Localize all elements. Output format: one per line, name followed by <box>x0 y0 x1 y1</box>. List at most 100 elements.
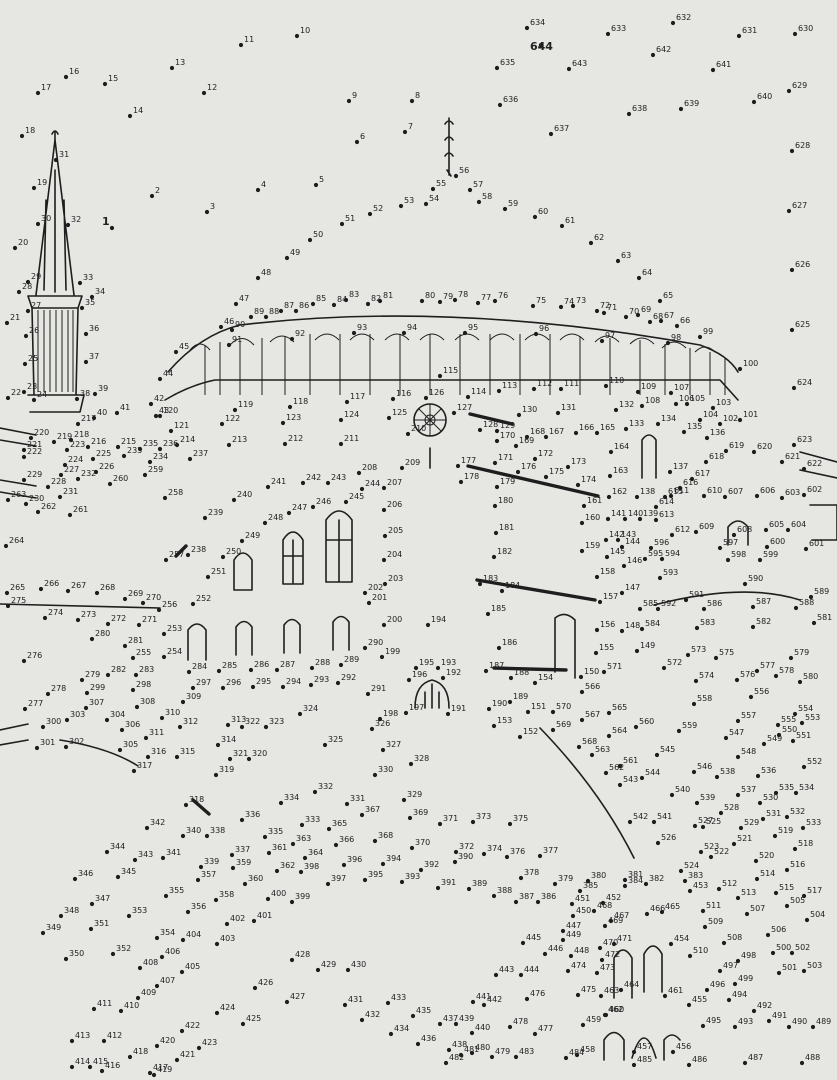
numbered-dot: 180 <box>492 496 513 509</box>
dot-number: 367 <box>365 805 380 814</box>
dot-marker <box>380 747 386 753</box>
numbered-dot: 449 <box>560 930 581 943</box>
small-arch-4 <box>332 615 350 651</box>
dot-marker <box>372 772 378 778</box>
numbered-dot: 108 <box>639 396 660 409</box>
dot-number: 166 <box>579 423 594 432</box>
numbered-dot: 120 <box>157 406 178 419</box>
dot-marker <box>665 340 671 346</box>
numbered-dot: 463 <box>598 986 619 999</box>
dot-marker <box>611 941 617 947</box>
numbered-dot: 575 <box>713 648 734 661</box>
dot-number: 237 <box>193 449 208 458</box>
dot-marker <box>232 407 238 413</box>
dot-number: 229 <box>27 470 42 479</box>
dot-marker <box>742 1060 748 1066</box>
numbered-dot: 411 <box>91 999 112 1012</box>
numbered-dot: 391 <box>435 878 456 891</box>
numbered-dot: 325 <box>322 735 343 748</box>
left-rail <box>0 723 29 746</box>
dot-number: 622 <box>807 459 822 468</box>
dot-marker <box>477 581 483 587</box>
dot-marker <box>162 495 168 501</box>
dot-number: 550 <box>782 725 797 734</box>
dot-marker <box>619 590 625 596</box>
numbered-dot: 62 <box>588 233 604 246</box>
dot-number: 181 <box>499 523 514 532</box>
dot-marker <box>367 211 373 217</box>
numbered-dot: 583 <box>694 618 715 631</box>
dot-marker <box>466 886 472 892</box>
dot-marker <box>716 886 722 892</box>
dot-marker <box>130 655 136 661</box>
dot-marker <box>380 861 386 867</box>
dot-number: 575 <box>719 648 734 657</box>
numbered-dot: 187 <box>483 661 504 674</box>
dot-marker <box>280 420 286 426</box>
dot-number: 501 <box>782 963 797 972</box>
numbered-dot: 459 <box>580 1015 601 1028</box>
dot-number: 156 <box>600 620 615 629</box>
dot-number: 215 <box>121 437 136 446</box>
numbered-dot: 578 <box>773 666 794 679</box>
dot-number: 222 <box>27 447 42 456</box>
dot-number: 18 <box>25 126 35 135</box>
numbered-dot: 336 <box>239 810 260 823</box>
numbered-dot: 241 <box>265 477 286 490</box>
numbered-dot: 529 <box>738 818 759 831</box>
dot-marker <box>133 672 139 678</box>
numbered-dot: 338 <box>204 826 225 839</box>
numbered-dot: 617 <box>689 469 710 482</box>
dot-marker <box>202 515 208 521</box>
numbered-dot: 596 <box>648 538 669 551</box>
numbered-dot: 238 <box>185 545 206 558</box>
dot-marker <box>22 706 28 712</box>
dot-marker <box>617 763 623 769</box>
numbered-dot: 494 <box>726 990 747 1003</box>
numbered-dot: 409 <box>135 988 156 1001</box>
numbered-dot: 57 <box>467 180 483 193</box>
dot-number: 310 <box>165 708 180 717</box>
dot-number: 133 <box>629 419 644 428</box>
dot-marker <box>239 724 245 730</box>
dot-number: 472 <box>605 950 620 959</box>
dot-number: 563 <box>595 745 610 754</box>
numbered-dot: 157 <box>597 592 618 605</box>
numbered-dot: 514 <box>754 869 775 882</box>
numbered-dot: 284 <box>186 662 207 675</box>
numbered-dot: 515 <box>773 883 794 896</box>
numbered-dot: 90 <box>229 320 245 333</box>
numbered-dot: 366 <box>333 835 354 848</box>
dot-marker <box>608 918 614 924</box>
dot-marker <box>602 923 608 929</box>
numbered-dot: 228 <box>45 477 66 490</box>
numbered-dot: 512 <box>716 879 737 892</box>
numbered-dot: 638 <box>626 104 647 117</box>
dot-marker <box>186 669 192 675</box>
dot-number: 113 <box>502 381 517 390</box>
dot-marker <box>686 1002 692 1008</box>
dot-marker <box>110 951 116 957</box>
numbered-dot: 21 <box>4 313 20 326</box>
dot-marker <box>216 668 222 674</box>
dot-marker <box>568 953 574 959</box>
dot-number: 214 <box>180 435 195 444</box>
dot-marker <box>399 465 405 471</box>
dot-number: 300 <box>46 717 61 726</box>
numbered-dot: 31 <box>53 150 69 163</box>
dot-number: 327 <box>386 740 401 749</box>
arched-window-2 <box>282 531 304 585</box>
dot-number: 114 <box>471 387 486 396</box>
dot-number: 435 <box>416 1006 431 1015</box>
dot-number: 223 <box>70 440 85 449</box>
dot-marker <box>619 628 625 634</box>
numbered-dot: 351 <box>88 919 109 932</box>
numbered-dot: 495 <box>700 1016 721 1029</box>
numbered-dot: 159 <box>579 541 600 554</box>
numbered-dot: 383 <box>682 871 703 884</box>
numbered-dot: 488 <box>799 1053 820 1066</box>
dot-number: 369 <box>413 808 428 817</box>
dot-number: 241 <box>271 477 286 486</box>
dot-number: 637 <box>554 124 569 133</box>
numbered-dot: 424 <box>214 1003 235 1016</box>
